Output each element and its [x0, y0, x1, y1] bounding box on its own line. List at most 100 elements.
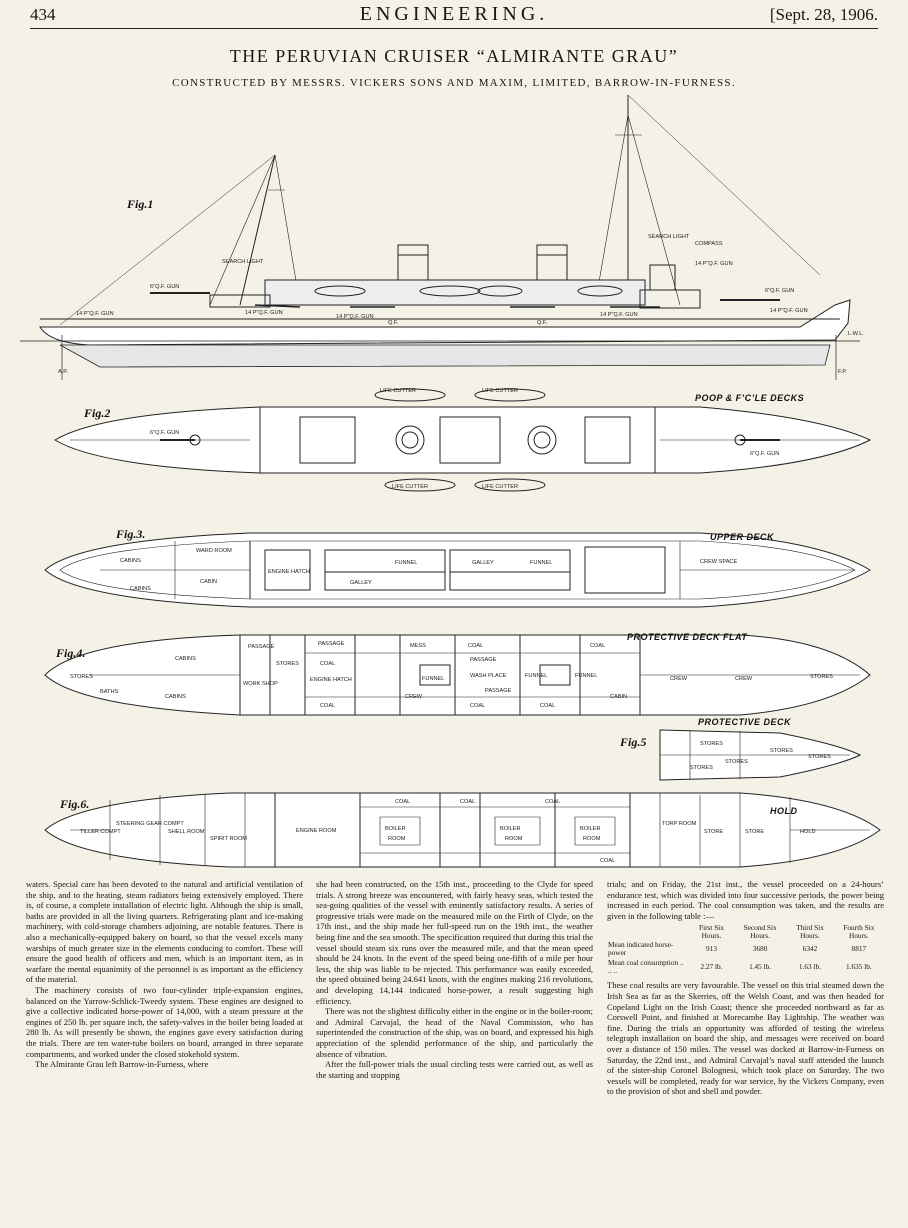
- fig1-note: F.P.: [838, 369, 847, 375]
- fig6-note: HOLD: [800, 829, 816, 835]
- fig4-note: STORES: [276, 661, 299, 667]
- table-cell: 913: [706, 944, 717, 954]
- fig6-note: SHELL ROOM: [168, 829, 205, 835]
- fig6-note: BOILER: [385, 826, 406, 832]
- fig1-note: 14 P˜Q.F. GUN: [770, 308, 808, 314]
- fig1-note: 14 P˜Q.F. GUN: [600, 312, 638, 318]
- fig3-deck-plan-drawing: [44, 532, 871, 608]
- fig2-label: Fig.2: [83, 406, 110, 420]
- fig3-note: CABIN: [200, 579, 217, 585]
- table-header: Third Six Hours.: [796, 923, 824, 941]
- fig4-note: WASH PLACE: [470, 673, 507, 679]
- running-header: 434 ENGINEERING. [Sept. 28, 1906.: [30, 2, 878, 29]
- fig3-note: CABINS: [130, 586, 151, 592]
- fig4-deck-title: PROTECTIVE DECK FLAT: [627, 632, 748, 642]
- fig1-note: A.P.: [58, 369, 68, 375]
- table-cell: 2.27 lb.: [700, 962, 723, 972]
- paragraph: trials; and on Friday, the 21st inst., t…: [607, 879, 884, 921]
- fig4-note: COAL: [470, 703, 485, 709]
- fig5-note: STORES: [808, 754, 831, 760]
- fig5-note: STORES: [700, 741, 723, 747]
- table-cell: 1.635 lb.: [845, 962, 872, 972]
- fig5-note: STORES: [725, 759, 748, 765]
- fig6-deck-title: HOLD: [770, 806, 798, 816]
- fig2-note: 6″Q.F. GUN: [750, 451, 779, 457]
- fig4-note: FUNNEL: [422, 676, 444, 682]
- fig3-deck-title: UPPER DECK: [710, 532, 775, 542]
- fig4-note: COAL: [468, 643, 483, 649]
- paragraph: The machinery consists of two four-cylin…: [26, 984, 303, 1059]
- fig5-label: Fig.5: [619, 735, 646, 749]
- page-number: 434: [30, 5, 56, 24]
- fig4-note: CABIN: [610, 694, 627, 700]
- fig1-note: L.W.L.: [848, 331, 864, 337]
- table-row: Mean coal consumption .. .. .. 2.27 lb. …: [607, 958, 884, 976]
- table-header: Fourth Six Hours.: [843, 923, 875, 941]
- table-cell: 8817: [851, 944, 867, 954]
- issue-date: [Sept. 28, 1906.: [769, 5, 878, 24]
- table-cell: 1.63 lb.: [798, 962, 822, 972]
- fig4-note: COAL: [590, 643, 605, 649]
- fig4-note: BATHS: [100, 689, 119, 695]
- fig3-notes: CABINS WARD ROOM CABIN CABINS ENGINE HAT…: [120, 548, 737, 592]
- fig1-notes: SEARCH LIGHT 6″Q.F. GUN 14 P˜Q.F. GUN 14…: [58, 234, 864, 375]
- text-column-3: trials; and on Friday, the 21st inst., t…: [607, 879, 884, 1219]
- table-header: Second Six Hours.: [743, 923, 777, 941]
- fig5-notes: STORES STORES STORES STORES STORES: [690, 741, 831, 771]
- fig6-note: TORP ROOM: [662, 821, 697, 827]
- fig5-deck-title: PROTECTIVE DECK: [698, 717, 792, 727]
- table-cell: Mean indicated horse-power: [608, 940, 674, 958]
- article-title: THE PERUVIAN CRUISER “ALMIRANTE GRAU”: [229, 46, 679, 66]
- fig2-deck-title: POOP & F’C’LE DECKS: [695, 393, 804, 403]
- fig4-note: PASSAGE: [318, 641, 345, 647]
- ship-plans-illustration: Fig.1 Fig.2 POOP & F’C’LE DECKS Fig.3. U…: [20, 95, 881, 868]
- fig1-note: 14 P˜Q.F. GUN: [76, 311, 114, 317]
- table-cell: 3680: [752, 944, 768, 954]
- fig1-note: Q.F.: [537, 320, 548, 326]
- fig6-note: ENGINE ROOM: [296, 828, 337, 834]
- paragraph: she had been constructed, on the 15th in…: [316, 879, 593, 1006]
- fig4-deck-plan-drawing: [44, 634, 871, 716]
- fig3-label: Fig.3.: [115, 527, 145, 541]
- table-cell: Mean coal consumption .. .. ..: [608, 958, 684, 976]
- fig1-note: 14 P˜Q.F. GUN: [336, 314, 374, 320]
- fig4-note: WORK SHOP: [243, 681, 278, 687]
- fig2-note: 6″Q.F. GUN: [150, 430, 179, 436]
- fig4-note: CREW: [405, 694, 423, 700]
- table-header-row: First Six Hours. Second Six Hours. Third…: [607, 924, 884, 940]
- fig1-note: Q.F.: [388, 320, 399, 326]
- fig4-note: COAL: [540, 703, 555, 709]
- table-header: First Six Hours.: [699, 923, 724, 941]
- fig4-note: FUNNEL: [525, 673, 547, 679]
- fig1-note: 14 P˜Q.F. GUN: [695, 261, 733, 267]
- fig6-hold-plan-drawing: [44, 792, 881, 868]
- fig6-note: COAL: [600, 858, 615, 864]
- fig1-note: SEARCH LIGHT: [222, 259, 264, 265]
- fig5-note: STORES: [690, 765, 713, 771]
- fig6-note: ROOM: [388, 836, 406, 842]
- fig6-note: SPIRIT ROOM: [210, 836, 247, 842]
- fig2-note: LIFE CUTTER: [380, 388, 416, 394]
- text-column-2: she had been constructed, on the 15th in…: [316, 879, 593, 1219]
- fig1-note: COMPASS: [695, 241, 723, 247]
- fig6-note: BOILER: [500, 826, 521, 832]
- paragraph: There was not the slightest difficulty e…: [316, 1006, 593, 1059]
- fig3-note: FUNNEL: [530, 560, 552, 566]
- text-column-1: waters. Special care has been devoted to…: [26, 879, 303, 1219]
- fig1-profile-drawing: [20, 95, 860, 380]
- fig3-note: GALLEY: [350, 580, 372, 586]
- fig6-label: Fig.6.: [59, 797, 89, 811]
- fig4-note: FUNNEL: [575, 673, 597, 679]
- article-subtitle: CONSTRUCTED BY MESSRS. VICKERS SONS AND …: [172, 77, 736, 89]
- fig6-note: ROOM: [505, 836, 523, 842]
- fig4-note: STORES: [810, 674, 833, 680]
- fig6-note: TILLER COMPT: [80, 829, 121, 835]
- fig4-note: PASSAGE: [248, 644, 275, 650]
- fig6-note: STORE: [704, 829, 723, 835]
- fig4-note: CABINS: [175, 656, 196, 662]
- paragraph: waters. Special care has been devoted to…: [26, 879, 303, 985]
- fig1-note: SEARCH LIGHT: [648, 234, 690, 240]
- fig4-note: COAL: [320, 661, 335, 667]
- paragraph: After the full-power trials the usual ci…: [316, 1059, 593, 1080]
